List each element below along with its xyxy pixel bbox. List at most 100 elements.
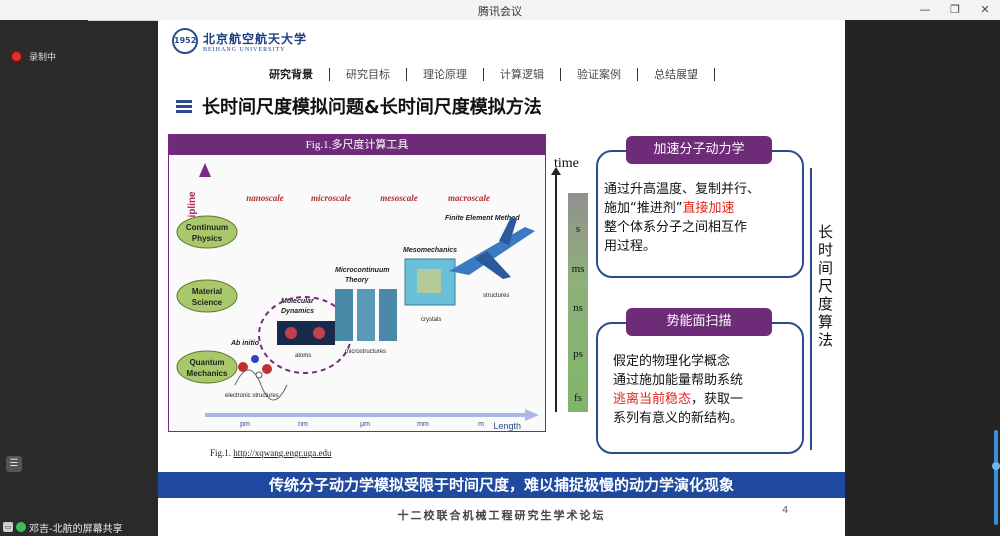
logo-en: BEIHANG UNIVERSITY: [203, 46, 286, 53]
level-quantum: Quantum Mechanics: [176, 350, 238, 384]
tick-nm: nm: [298, 421, 308, 428]
level-material: Material Science: [176, 279, 238, 313]
logo-cn: 北京航空航天大学: [203, 31, 308, 46]
minimize-icon[interactable]: —: [919, 3, 931, 16]
time-unit-fs: fs: [574, 392, 582, 404]
box2-line-3a: 逃离当前稳态: [613, 392, 692, 407]
share-status-bar: ▭ 邓吉-北航的屏幕共享: [0, 518, 123, 536]
time-unit-ns: ns: [573, 302, 583, 314]
scale-micro: microscale: [311, 193, 351, 203]
caption-link[interactable]: http://xqwang.engr.uga.edu: [233, 448, 332, 458]
length-label: Length: [493, 421, 521, 431]
slide-heading: 长时间尺度模拟问题&长时间尺度模拟方法: [176, 93, 542, 119]
box2-line-4: 系列有意义的新结构。: [613, 411, 744, 426]
nav-logic: 计算逻辑: [484, 68, 561, 81]
page-number: 4: [782, 505, 789, 516]
method-ab-initio: Ab initio: [230, 340, 260, 347]
nav-theory: 理论原理: [407, 68, 484, 81]
box2-line-1: 假定的物理化学概念: [613, 354, 731, 369]
recording-indicator[interactable]: 录制中: [12, 50, 56, 63]
slide-nav: 研究背景 研究目标 理论原理 计算逻辑 验证案例 总结展望: [253, 68, 715, 81]
nav-summary: 总结展望: [638, 68, 715, 81]
caption-prefix: Fig.1.: [210, 448, 234, 458]
method-md-2: Dynamics: [281, 308, 314, 315]
figure-caption: Fig.1. http://xqwang.engr.uga.edu: [210, 448, 332, 458]
svg-text:Mechanics: Mechanics: [187, 369, 228, 378]
method-fem: Finite Element Method: [445, 215, 520, 222]
box1-line-2b: 直接加速: [682, 201, 735, 216]
method-mc-1: Microcontinuum: [335, 267, 389, 274]
label-micro: microstructures: [345, 349, 386, 355]
list-toggle-icon[interactable]: ☰: [6, 456, 22, 472]
nav-goals: 研究目标: [330, 68, 407, 81]
time-unit-s: s: [575, 223, 581, 235]
box1-line-1: 通过升高温度、复制并行、: [604, 182, 761, 197]
pes-scan-text: 假定的物理化学概念 通过施加能量帮助系统 逃离当前稳态，获取一 系列有意义的新结…: [613, 352, 743, 428]
multiscale-figure: Fig.1.多尺度计算工具 Discipline Length pm nm μm…: [168, 134, 546, 432]
microstructure-graphic: [335, 289, 397, 341]
window-title: 腾讯会议: [478, 5, 522, 18]
box1-line-3: 整个体系分子之间相互作: [604, 220, 748, 235]
figure-graphic: Discipline Length pm nm μm mm m nanoscal…: [176, 163, 539, 431]
nav-cases: 验证案例: [561, 68, 638, 81]
time-scale-bar: s ms ns ps fs: [568, 193, 588, 412]
vertical-title: 长时间尺度算法: [818, 223, 834, 349]
list-icon: [176, 99, 192, 113]
label-atoms: atoms: [295, 353, 311, 359]
method-md-1: Molecular: [281, 298, 315, 305]
window-controls: — ❐ ✕: [910, 0, 1000, 20]
label-crystals: crystals: [421, 317, 441, 323]
svg-text:Material: Material: [192, 287, 222, 296]
box1-line-2: 施加“推进剂”直接加速: [604, 199, 760, 218]
time-unit-ms: ms: [571, 263, 585, 275]
time-unit-ps: ps: [573, 348, 583, 360]
volume-slider[interactable]: [994, 430, 998, 525]
box2-line-3b: ，获取一: [691, 392, 744, 407]
tick-um: μm: [360, 421, 370, 428]
recording-label: 录制中: [29, 53, 57, 63]
scale-meso: mesoscale: [380, 193, 418, 203]
airplane-graphic: [449, 217, 535, 279]
close-icon[interactable]: ✕: [980, 3, 990, 16]
seal-icon: 1952: [172, 28, 198, 54]
svg-text:Science: Science: [192, 298, 223, 307]
svg-text:Continuum: Continuum: [186, 223, 228, 232]
scale-nano: nanoscale: [246, 193, 284, 203]
svg-text:Physics: Physics: [192, 234, 223, 243]
discipline-arrow: [199, 163, 211, 177]
restore-icon[interactable]: ❐: [950, 3, 960, 16]
length-arrow: [525, 409, 539, 421]
svg-text:Quantum: Quantum: [189, 358, 224, 367]
level-continuum: Continuum Physics: [176, 215, 238, 249]
box1-line-4: 用过程。: [604, 239, 657, 254]
slide-footer: 十二校联合机械工程研究生学术论坛: [397, 509, 606, 522]
shared-slide: 1952 北京航空航天大学 BEIHANG UNIVERSITY 研究背景 研究…: [158, 20, 845, 536]
label-electronic: electronic structures: [225, 393, 279, 399]
nav-background: 研究背景: [253, 68, 330, 81]
right-panel: [845, 20, 1000, 536]
accelerated-md-title: 加速分子动力学: [626, 136, 772, 164]
scale-macro: macroscale: [448, 193, 490, 203]
share-label: 邓吉-北航的屏幕共享: [29, 523, 123, 535]
heading-text: 长时间尺度模拟问题&长时间尺度模拟方法: [202, 97, 542, 118]
methods-bracket: [800, 168, 812, 450]
volume-slider-handle[interactable]: [992, 462, 1000, 470]
tick-m: m: [478, 421, 484, 428]
university-logo: 1952 北京航空航天大学 BEIHANG UNIVERSITY: [172, 28, 307, 54]
discipline-label: Discipline: [187, 191, 198, 239]
method-mc-2: Theory: [345, 277, 369, 284]
box2-line-2: 通过施加能量帮助系统: [613, 373, 744, 388]
box2-line-3: 逃离当前稳态，获取一: [613, 390, 743, 409]
accelerated-md-text: 通过升高温度、复制并行、 施加“推进剂”直接加速 整个体系分子之间相互作 用过程…: [604, 180, 760, 256]
box1-line-2a: 施加“推进剂”: [604, 201, 683, 216]
screen-share-icon: ▭: [3, 522, 13, 532]
summary-banner: 传统分子动力学模拟受限于时间尺度，难以捕捉极慢的动力学演化现象: [158, 472, 845, 498]
record-dot-icon: [12, 52, 21, 61]
tick-pm: pm: [240, 421, 250, 428]
label-structures: structures: [483, 293, 509, 299]
title-bar: 腾讯会议 — ❐ ✕: [0, 0, 1000, 21]
tick-mm: mm: [417, 421, 429, 428]
time-axis-arrow: [551, 167, 561, 412]
figure-title: Fig.1.多尺度计算工具: [169, 135, 545, 155]
mic-icon: [16, 522, 26, 532]
